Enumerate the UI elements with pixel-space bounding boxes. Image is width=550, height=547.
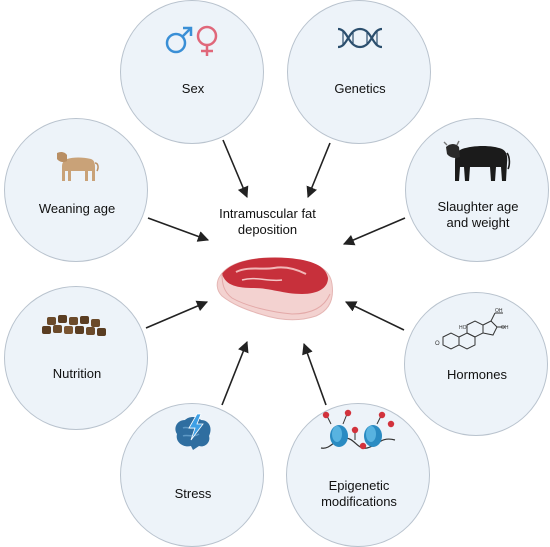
svg-text:OH: OH — [501, 325, 509, 331]
svg-text:O: O — [435, 341, 440, 347]
chromatin-methylation-icon — [320, 409, 396, 450]
arrow-nutrition — [145, 300, 209, 329]
factor-stress-label: Stress — [174, 486, 212, 501]
factor-slaughter: Slaughter age and weight — [405, 118, 549, 262]
arrow-epigenetic — [302, 342, 327, 406]
factor-slaughter-label: Slaughter age and weight — [406, 199, 550, 231]
factor-slaughter-label-line2: and weight — [446, 215, 510, 230]
factor-epigenetic-label: Epigenetic modifications — [287, 478, 431, 510]
center-label: Intramuscular fat deposition — [180, 206, 355, 238]
factor-epigenetic: Epigenetic modifications — [286, 403, 430, 547]
brain-lightning-icon — [175, 413, 211, 450]
factor-slaughter-label-line1: Slaughter age — [437, 199, 519, 214]
center-label-line1: Intramuscular fat — [219, 206, 316, 221]
arrow-hormones — [344, 301, 405, 331]
factor-genetics: Genetics — [287, 0, 431, 144]
arrow-sex — [222, 139, 249, 199]
steak-icon — [216, 257, 333, 321]
arrow-weaning-age — [147, 217, 210, 242]
factor-nutrition-label: Nutrition — [52, 366, 102, 381]
feed-pellets-icon — [42, 315, 106, 336]
steroid-structure-icon: O HO OH OH — [435, 308, 509, 350]
svg-text:HO: HO — [459, 325, 467, 331]
arrow-slaughter — [342, 217, 406, 246]
arrow-stress — [221, 340, 249, 406]
factor-genetics-label: Genetics — [334, 81, 386, 96]
factor-epigenetic-label-line1: Epigenetic — [328, 478, 390, 493]
factor-hormones-label: Hormones — [447, 367, 507, 382]
dna-helix-icon — [337, 27, 383, 49]
factor-weaning-age-label: Weaning age — [38, 201, 116, 216]
factor-epigenetic-label-line2: modifications — [321, 494, 397, 509]
arrow-genetics — [306, 142, 331, 199]
factor-sex-label: Sex — [181, 81, 205, 96]
male-female-symbols-icon — [165, 25, 218, 56]
factor-hormones: O HO OH OH Hormones — [404, 292, 548, 436]
svg-text:OH: OH — [495, 308, 503, 314]
center-label-line2: deposition — [237, 222, 298, 237]
cow-icon — [443, 140, 511, 181]
factor-sex: Sex — [120, 0, 264, 144]
factor-nutrition: Nutrition — [4, 286, 148, 430]
calf-icon — [57, 151, 99, 181]
factor-weaning-age: Weaning age — [4, 118, 148, 262]
factor-stress: Stress — [120, 403, 264, 547]
